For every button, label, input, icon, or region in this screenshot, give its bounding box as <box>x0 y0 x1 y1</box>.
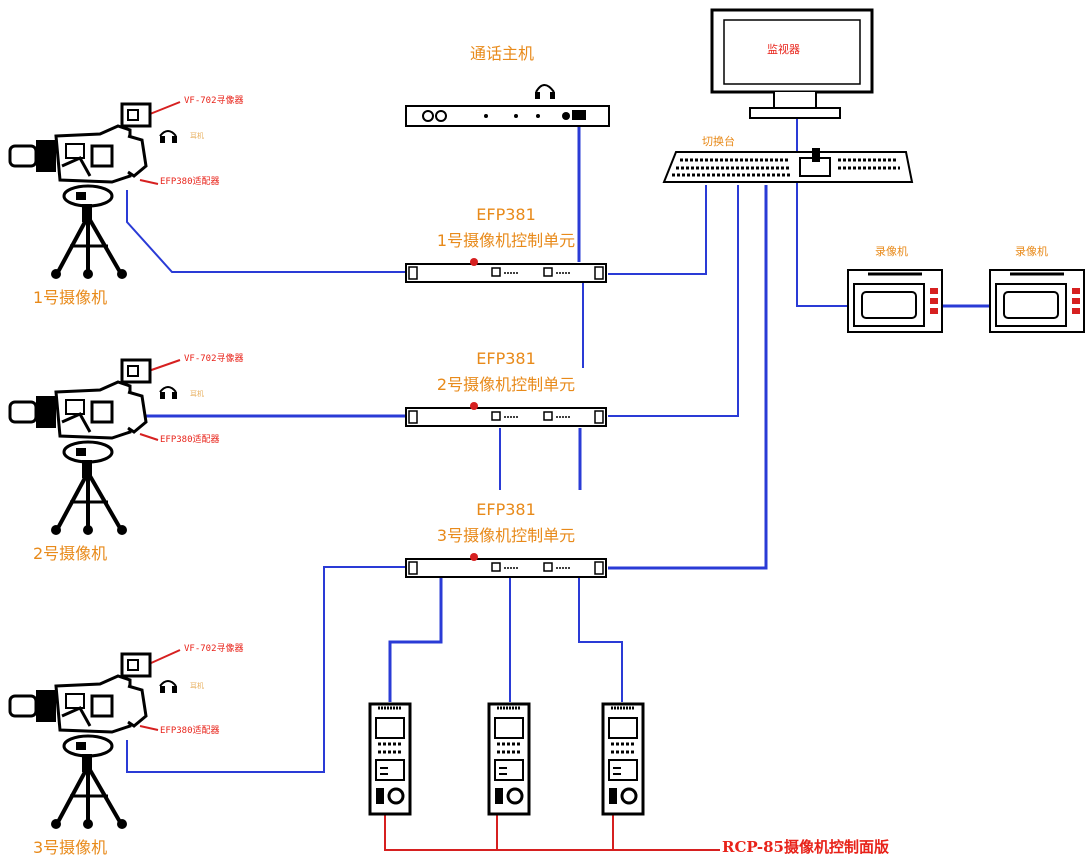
rcp-2-icon <box>487 702 531 816</box>
rcp-label: RCP-85摄像机控制面版 <box>722 838 889 856</box>
switcher-icon <box>662 148 914 183</box>
camera-2-viewfinder-label: VF-702寻像器 <box>184 354 244 364</box>
camera-3-headset-label: 耳机 <box>190 682 204 690</box>
ccu-1-name: 1号摄像机控制单元 <box>436 231 576 250</box>
intercom-label: 通话主机 <box>470 44 535 63</box>
rcp-3-icon <box>601 702 645 816</box>
camera-1-label: 1号摄像机 <box>33 288 108 307</box>
monitor-icon <box>710 8 874 119</box>
ccu-3-name: 3号摄像机控制单元 <box>436 526 576 545</box>
camera-2-adapter-label: EFP380适配器 <box>160 435 220 445</box>
camera-3-label: 3号摄像机 <box>33 838 108 857</box>
monitor-label: 监视器 <box>767 43 800 56</box>
recorder-1-label: 录像机 <box>875 245 908 258</box>
ccu-3-model: EFP381 <box>476 500 536 519</box>
ccu-2-model: EFP381 <box>476 349 536 368</box>
ccu-1-model: EFP381 <box>476 205 536 224</box>
camera-1-adapter-label: EFP380适配器 <box>160 177 220 187</box>
recorder-1-icon <box>846 268 944 334</box>
camera-2-headset-label: 耳机 <box>190 390 204 398</box>
switcher-label: 切换台 <box>702 135 735 148</box>
ccu-3-icon <box>405 552 607 578</box>
intercom-icon <box>405 84 610 127</box>
camera-3-adapter-label: EFP380适配器 <box>160 726 220 736</box>
ccu-2-icon <box>405 401 607 427</box>
camera-1-headset-label: 耳机 <box>190 132 204 140</box>
recorder-2-label: 录像机 <box>1015 245 1048 258</box>
camera-2-label: 2号摄像机 <box>33 544 108 563</box>
camera-3-icon <box>8 652 179 831</box>
ccu-1-icon <box>405 257 607 283</box>
camera-3-viewfinder-label: VF-702寻像器 <box>184 644 244 654</box>
camera-1-viewfinder-label: VF-702寻像器 <box>184 96 244 106</box>
camera-2-icon <box>8 358 179 537</box>
recorder-2-icon <box>988 268 1086 334</box>
rcp-1-icon <box>368 702 412 816</box>
camera-1-icon <box>8 102 179 281</box>
ccu-2-name: 2号摄像机控制单元 <box>436 375 576 394</box>
